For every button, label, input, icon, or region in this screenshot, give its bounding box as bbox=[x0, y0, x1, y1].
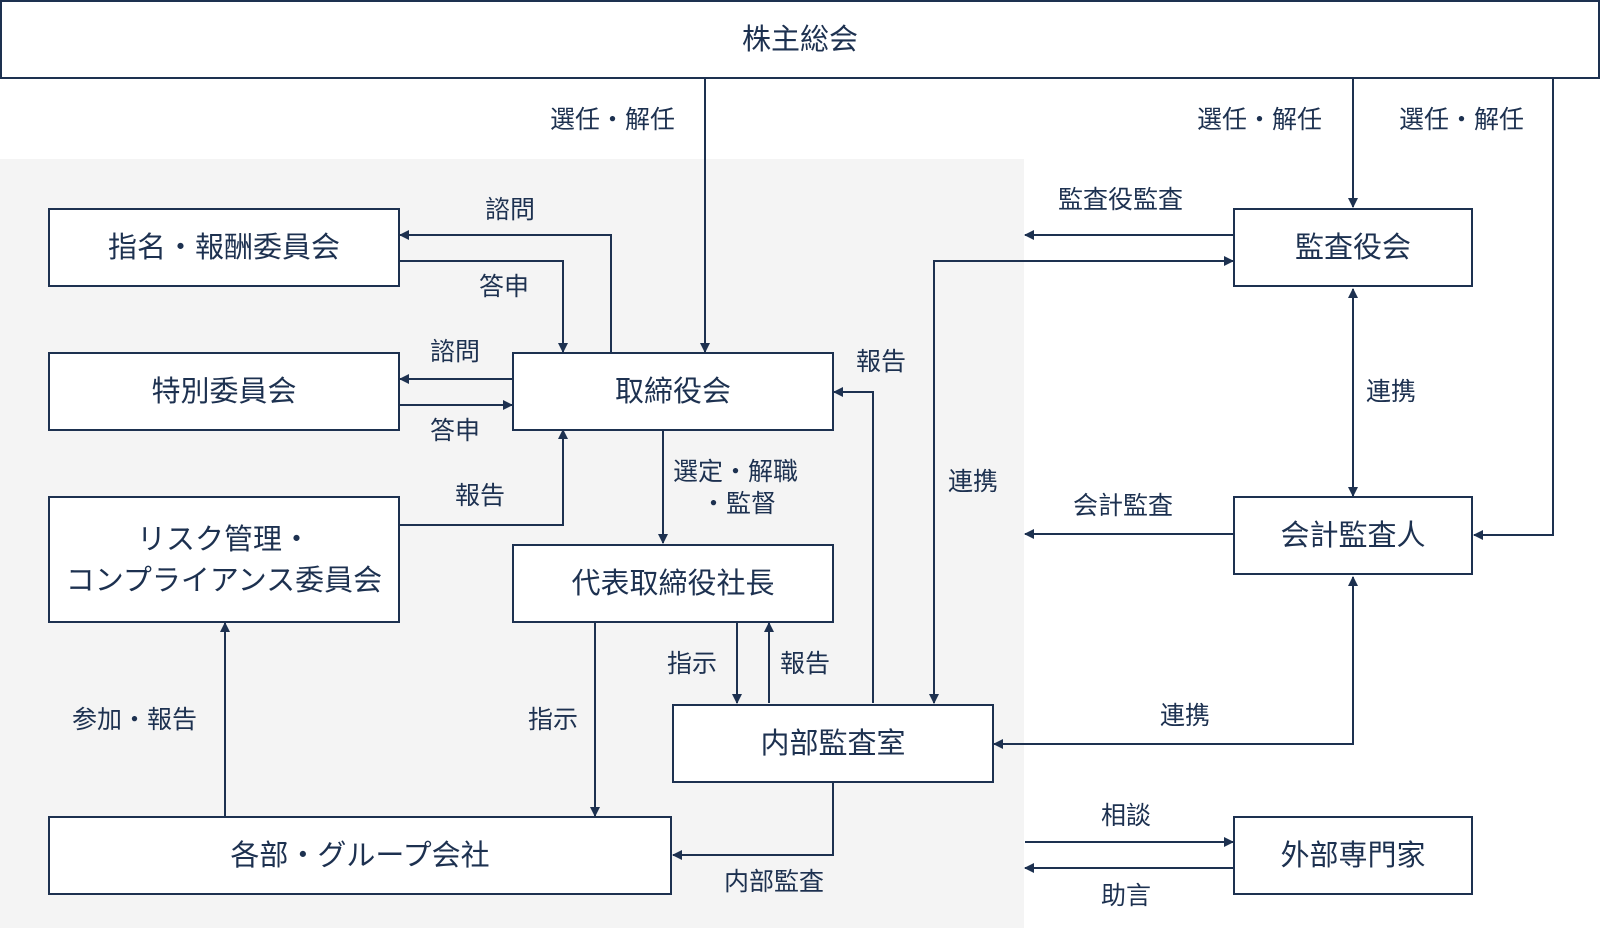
label-consultation: 相談 bbox=[1101, 801, 1152, 830]
arrow-internal-audit-dept bbox=[672, 783, 834, 860]
board-of-directors-label: 取締役会 bbox=[614, 374, 731, 409]
special-committee-label: 特別委員会 bbox=[151, 374, 297, 409]
label-select-line1: 選定・解職 bbox=[673, 457, 799, 486]
audit-board-box: 監査役会 bbox=[1233, 208, 1473, 287]
label-elect-auditor: 選任・解任 bbox=[1197, 105, 1323, 134]
external-experts-label: 外部専門家 bbox=[1280, 838, 1426, 873]
label-internal-audit-dept: 内部監査 bbox=[724, 867, 825, 896]
shareholders-meeting-label: 株主総会 bbox=[741, 22, 858, 57]
label-instruct-internal: 指示 bbox=[667, 649, 718, 678]
label-auditor-audit: 監査役監査 bbox=[1058, 185, 1184, 214]
label-elect-board: 選任・解任 bbox=[550, 105, 676, 134]
risk-compliance-committee-box: リスク管理・ コンプライアンス委員会 bbox=[48, 496, 400, 623]
arrow-consult-nomination bbox=[399, 230, 612, 352]
shareholders-meeting-box: 株主総会 bbox=[0, 0, 1600, 79]
label-participate-report: 参加・報告 bbox=[72, 705, 198, 734]
label-reply-nomination: 答申 bbox=[479, 272, 530, 301]
internal-audit-office-label: 内部監査室 bbox=[760, 726, 906, 761]
accounting-auditor-box: 会計監査人 bbox=[1233, 496, 1473, 575]
label-internal-report-board: 報告 bbox=[856, 347, 907, 376]
risk-committee-label-line2: コンプライアンス委員会 bbox=[65, 562, 383, 597]
internal-audit-office-box: 内部監査室 bbox=[672, 704, 994, 783]
label-advice: 助言 bbox=[1101, 881, 1152, 910]
president-label: 代表取締役社長 bbox=[571, 566, 775, 601]
label-accounting-audit: 会計監査 bbox=[1073, 491, 1174, 520]
label-select-line2: ・監督 bbox=[701, 489, 777, 518]
external-experts-box: 外部専門家 bbox=[1233, 816, 1473, 895]
label-consult-special: 諮問 bbox=[430, 337, 481, 366]
risk-committee-label-line1: リスク管理・ bbox=[136, 521, 311, 556]
arrow-elect-accountant bbox=[1473, 79, 1554, 540]
arrow-risk-report bbox=[400, 429, 568, 526]
president-box: 代表取締役社長 bbox=[512, 544, 834, 623]
departments-group-box: 各部・グループ会社 bbox=[48, 816, 672, 895]
arrow-reply-nomination bbox=[400, 260, 568, 353]
label-instruct-departments: 指示 bbox=[528, 705, 579, 734]
nomination-committee-box: 指名・報酬委員会 bbox=[48, 208, 400, 287]
label-reply-special: 答申 bbox=[430, 416, 481, 445]
label-consult-nomination: 諮問 bbox=[485, 195, 536, 224]
accounting-auditor-label: 会計監査人 bbox=[1280, 518, 1426, 553]
special-committee-box: 特別委員会 bbox=[48, 352, 400, 431]
label-coop-internal-auditor: 連携 bbox=[948, 467, 999, 496]
label-risk-report: 報告 bbox=[455, 481, 506, 510]
label-coop-auditor-accountant: 連携 bbox=[1366, 377, 1417, 406]
label-report-president: 報告 bbox=[780, 649, 831, 678]
audit-board-label: 監査役会 bbox=[1294, 230, 1411, 265]
label-coop-internal-accountant: 連携 bbox=[1160, 701, 1211, 730]
board-of-directors-box: 取締役会 bbox=[512, 352, 834, 431]
arrow-internal-report-board bbox=[833, 387, 874, 703]
departments-group-label: 各部・グループ会社 bbox=[230, 838, 490, 873]
nomination-committee-label: 指名・報酬委員会 bbox=[107, 230, 340, 265]
label-elect-accountant: 選任・解任 bbox=[1399, 105, 1525, 134]
